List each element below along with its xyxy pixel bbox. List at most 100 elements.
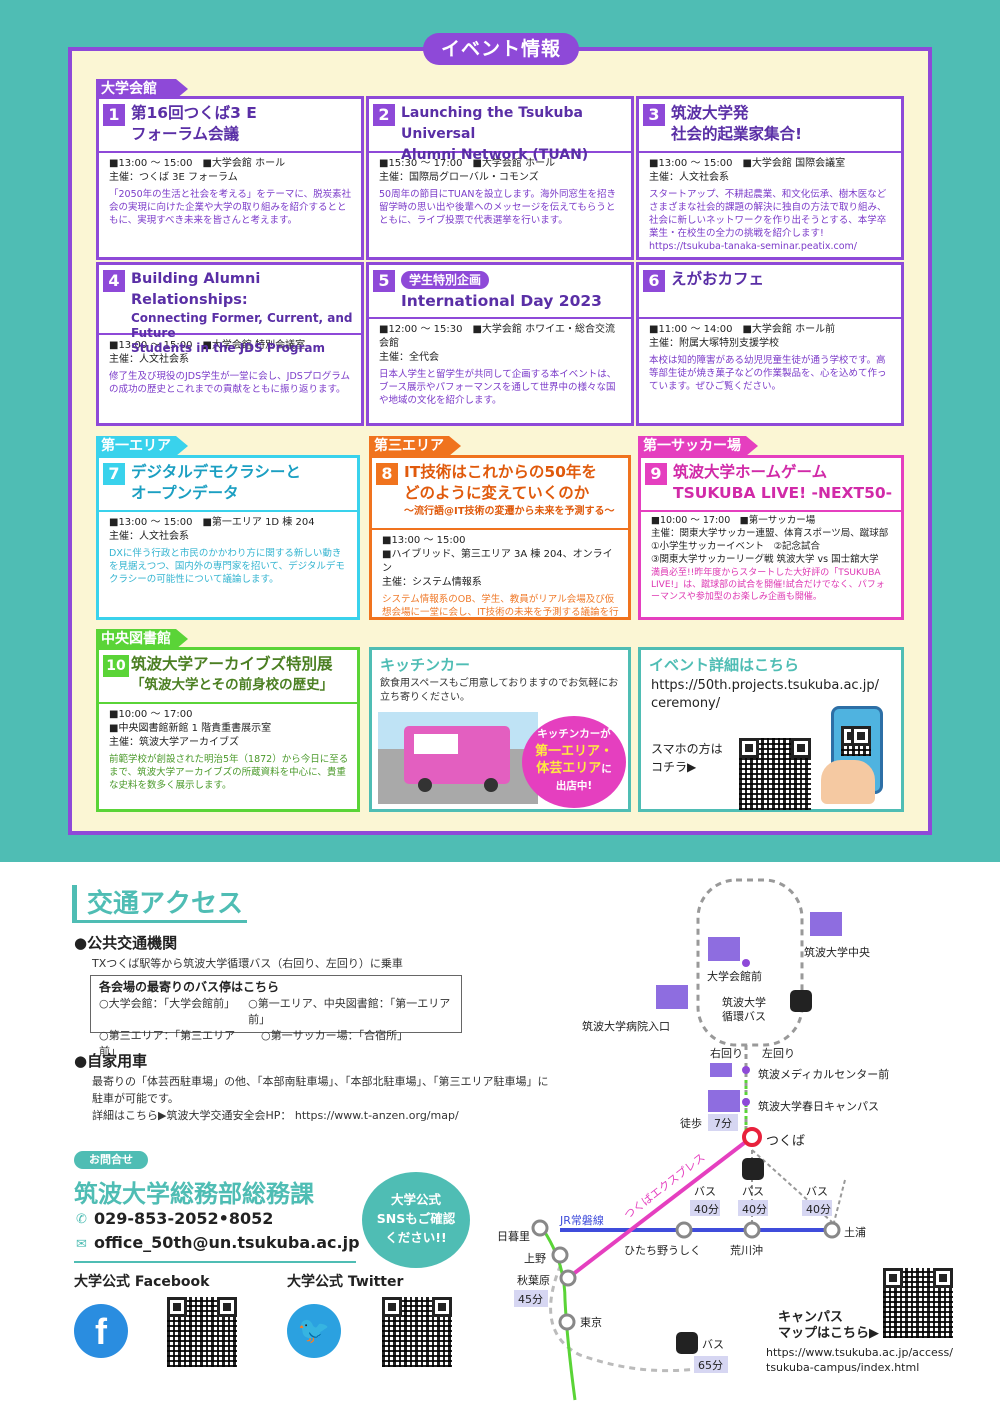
event-organizer: 主催：筑波大学アーカイブズ — [109, 737, 239, 748]
bus-icon-campus — [790, 990, 812, 1012]
bus-stop-4: ○第一サッカー場：「合宿所」 — [261, 1029, 409, 1042]
kitchen-car-photo — [378, 712, 538, 804]
station-akihabara — [559, 1269, 577, 1287]
twitter-icon[interactable]: 🐦 — [287, 1304, 341, 1358]
event-title-2: どのように変えていくのか — [404, 484, 590, 502]
bubble-line-2: 第一エリア・ — [534, 744, 613, 759]
event-number: 5 — [373, 270, 395, 292]
event-time-place: ■13:00 ～ 15:00 ■大学会館 特別会議室 — [109, 340, 306, 351]
event-time: ■13:00 ～ 15:00 — [382, 535, 466, 546]
map-akihabara: 秋葉原 — [517, 1274, 550, 1287]
event-title-3: Students in the JDS Program — [131, 341, 325, 355]
map-loop-bus-1: 筑波大学 — [722, 996, 766, 1009]
event-title: 筑波大学ホームゲーム — [673, 463, 828, 481]
map-ueno: 上野 — [524, 1252, 546, 1265]
campus-map-qr-code[interactable] — [883, 1268, 953, 1338]
map-min40-3: 40分 — [806, 1203, 831, 1216]
event-number: 4 — [103, 270, 125, 292]
campus-map-url-2[interactable]: tsukuba-campus/index.html — [766, 1361, 920, 1374]
campus-map-label-1: キャンパス — [778, 1310, 844, 1325]
map-arakawaoki: 荒川沖 — [730, 1244, 763, 1257]
student-special-badge: 学生特別企画 — [401, 271, 490, 289]
event-description: 50周年の節目にTUANを設立します。海外同窓生を招き留学時の思い出や後輩へのメ… — [379, 189, 617, 226]
mail-icon: ✉ — [76, 1237, 87, 1252]
event-description: 「2050年の生活と社会を考える」をテーマに、脱炭素社会の実現に向けた企業や大学… — [109, 189, 352, 226]
event-details-url[interactable]: https://50th.projects.tsukuba.ac.jp/cere… — [651, 678, 879, 711]
event-details-qr-code[interactable] — [739, 738, 811, 810]
event-title-2: TSUKUBA LIVE! -NEXT50- — [673, 484, 893, 502]
campus-loop — [696, 878, 804, 1047]
bus-stop-box: 各会場の最寄りのバス停はこちら ○大学会館：「大学会館前」○第一エリア、中央図書… — [90, 975, 462, 1058]
bus-stop-2: ○第一エリア、中央図書館：「第一エリア前」 — [248, 997, 451, 1026]
bus-icon-tokyo — [676, 1332, 698, 1354]
event-organizer: 主催：関東大学サッカー連盟、体育スポーツ局、蹴球部 — [651, 528, 889, 539]
event-time-place: ■13:00 ～ 15:00 ■大学会館 ホール — [109, 158, 286, 169]
walk-time-box — [708, 1114, 738, 1131]
event-organizer: 主催：システム情報系 — [382, 577, 482, 588]
event-title: Launching the Tsukuba Universal — [401, 105, 583, 142]
event-card-4: 4 Building Alumni Relationships: Connectin… — [96, 262, 364, 426]
event-title: IT技術はこれからの50年を — [404, 463, 597, 481]
event-title-2: Alumni Network (TUAN) — [401, 147, 589, 163]
twitter-qr-code[interactable] — [382, 1297, 452, 1367]
map-loop-bus-2: 循環バス — [722, 1010, 766, 1023]
bus-time-box-2 — [738, 1200, 768, 1216]
event-title-3: ～流行語@IT技術の変遷から未来を予測する～ — [404, 506, 615, 517]
facebook-icon[interactable]: f — [74, 1304, 128, 1358]
event-url-link[interactable]: https://tsukuba-tanaka-seminar.peatix.co… — [649, 241, 858, 252]
tx-line — [566, 1135, 754, 1280]
facebook-label: 大学公式 Facebook — [74, 1274, 210, 1290]
facebook-qr-code[interactable] — [167, 1297, 237, 1367]
contact-email[interactable]: office_50th@un.tsukuba.ac.jp — [94, 1233, 360, 1252]
car-text-2: 駐車が可能です。 — [92, 1092, 179, 1105]
hand-icon — [821, 760, 875, 804]
time-box-45 — [514, 1290, 548, 1307]
truck-wheel — [484, 778, 498, 792]
kitchen-car-bubble: キッチンカーが 第一エリア・ 体芸エリアに 出店中! — [522, 716, 626, 808]
building-icon-medical — [710, 1063, 732, 1077]
event-organizer: 主催：人文社会系 — [649, 172, 729, 183]
section-soccer: 第一サッカー場 — [638, 436, 758, 456]
building-icon-kasuga — [708, 1090, 740, 1112]
event-title-2: オープンデータ — [131, 484, 239, 502]
contact-label: お問合せ — [74, 1151, 148, 1169]
event-title: 第16回つくば3 E — [131, 104, 257, 122]
car-heading: ●自家用車 — [74, 1052, 148, 1070]
kitchen-car-title: キッチンカー — [380, 656, 471, 674]
event-title: Building Alumni Relationships: — [131, 271, 261, 308]
map-kasuga: 筑波大学春日キャンパス — [758, 1100, 879, 1113]
phone-screen-qr-icon — [841, 726, 871, 756]
event-description: システム情報系のOB、学生、教員がリアル会場及び仮想会場に一堂に会し、IT技術の… — [382, 594, 619, 618]
phone-text-2: コチラ▶ — [651, 760, 697, 774]
event-description: 前範学校が創設された明治5年（1872）から今日に至るまで、筑波大学アーカイブズ… — [109, 754, 349, 791]
contact-divider — [74, 1261, 356, 1263]
event-number: 7 — [103, 463, 125, 485]
bus-icon-tsukuba — [742, 1158, 764, 1180]
map-daigaku-mae: 大学会館前 — [707, 970, 762, 983]
bus-route-3 — [831, 1179, 846, 1231]
event-organizer: 主催：人文社会系 — [109, 354, 189, 365]
event-title: International Day 2023 — [401, 292, 602, 310]
event-organizer: 主催：附属大塚特別支援学校 — [649, 338, 779, 349]
kitchen-car-text: 飲食用スペースもご用意しておりますのでお気軽にお立ち寄りください。 — [380, 678, 619, 703]
event-program-1: ①小学生サッカーイベント ②記念試合 — [651, 541, 821, 552]
kitchen-car-box: キッチンカー 飲食用スペースもご用意しておりますのでお気軽にお立ち寄りください。… — [369, 647, 631, 812]
sns-bubble-line-1: 大学公式 — [390, 1192, 441, 1207]
station-tsuchiura — [823, 1221, 841, 1239]
campus-map-url-1[interactable]: https://www.tsukuba.ac.jp/access/ — [766, 1346, 953, 1359]
event-number: 10 — [103, 655, 129, 677]
event-details-title: イベント詳細はこちら — [649, 656, 800, 674]
section-daigaku: 大学会館 — [96, 79, 188, 99]
event-description: スタートアップ、不耕起農業、和文化伝承、樹木医などさまざまな社会的課題の解決に独… — [649, 189, 887, 239]
event-time-place: ■13:00 ～ 15:00 ■大学会館 国際会議室 — [649, 158, 846, 169]
sns-bubble: 大学公式 SNSもご確認 ください!! — [362, 1172, 470, 1268]
event-organizer: 主催：国際局グローバル・コモンズ — [379, 172, 539, 183]
bus-time-box-3 — [802, 1200, 832, 1216]
bubble-line-4: に — [601, 763, 612, 775]
contact-phone[interactable]: 029-853-2052•8052 — [94, 1209, 274, 1228]
section-area1: 第一エリア — [96, 436, 188, 456]
event-title-2: Connecting Former, Current, and Future — [131, 311, 353, 340]
